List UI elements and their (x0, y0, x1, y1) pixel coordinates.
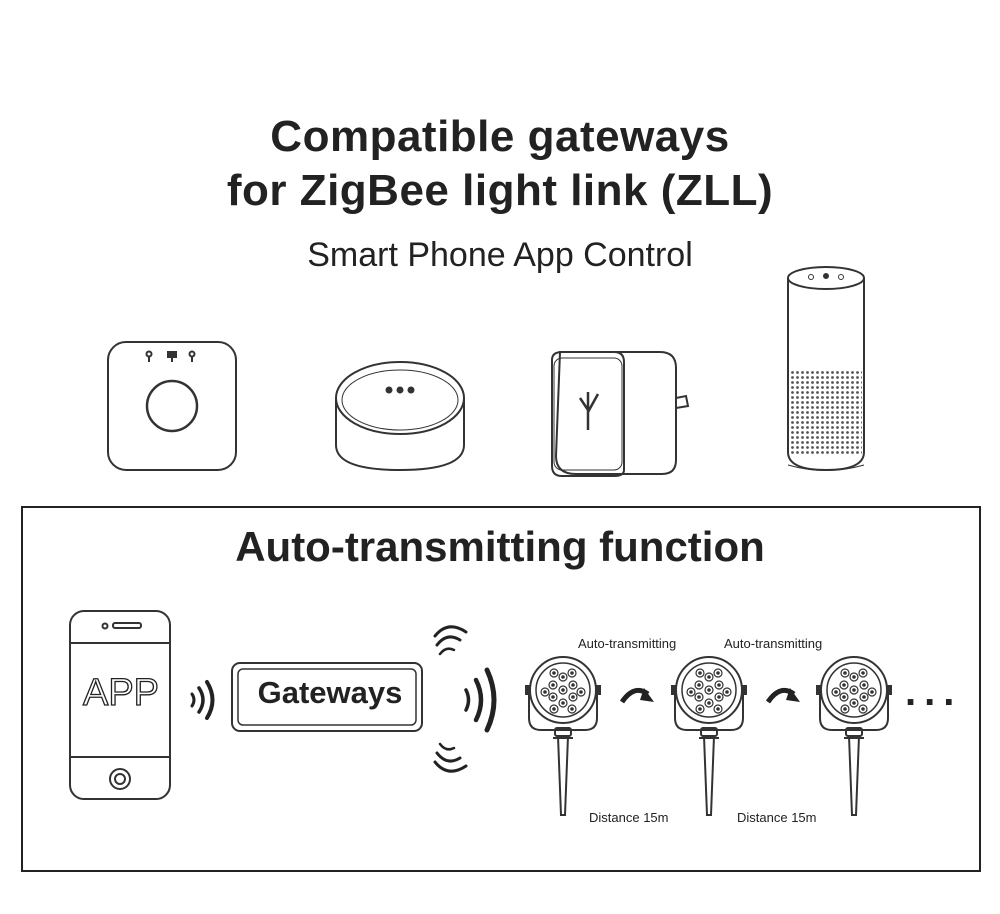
plug-in-hub-icon (551, 351, 690, 477)
signal-waves-icon (190, 680, 215, 720)
auto-transmitting-panel (21, 506, 981, 872)
gateways-box (231, 662, 423, 732)
round-hub-icon (335, 361, 465, 472)
transmit-arrow-2-icon (765, 687, 800, 704)
spotlight-2-icon (671, 656, 747, 816)
gateway-devices (107, 266, 865, 477)
gateways-label: Gateways (257, 675, 403, 710)
transmit-arrow-1-icon (619, 687, 654, 704)
page-subtitle: Smart Phone App Control (307, 236, 693, 274)
continuation-ellipsis: ... (905, 670, 963, 714)
broadcast-waves-icon (433, 625, 497, 773)
auto-transmitting-label-1: Auto-transmitting (578, 636, 677, 651)
hue-bridge-icon (107, 341, 237, 471)
panel-title: Auto-transmitting function (235, 523, 765, 570)
phone-icon (69, 610, 171, 800)
page-title-line-1: Compatible gateways (270, 112, 730, 161)
smart-speaker-icon (787, 266, 865, 472)
page-title-line-2: for ZigBee light link (ZLL) (226, 166, 774, 215)
spotlight-1-icon (525, 656, 601, 816)
distance-label-2: Distance 15m (737, 810, 817, 825)
auto-transmitting-label-2: Auto-transmitting (724, 636, 823, 651)
distance-label-1: Distance 15m (589, 810, 669, 825)
app-label: APP (82, 671, 160, 714)
spotlight-3-icon (816, 656, 892, 816)
